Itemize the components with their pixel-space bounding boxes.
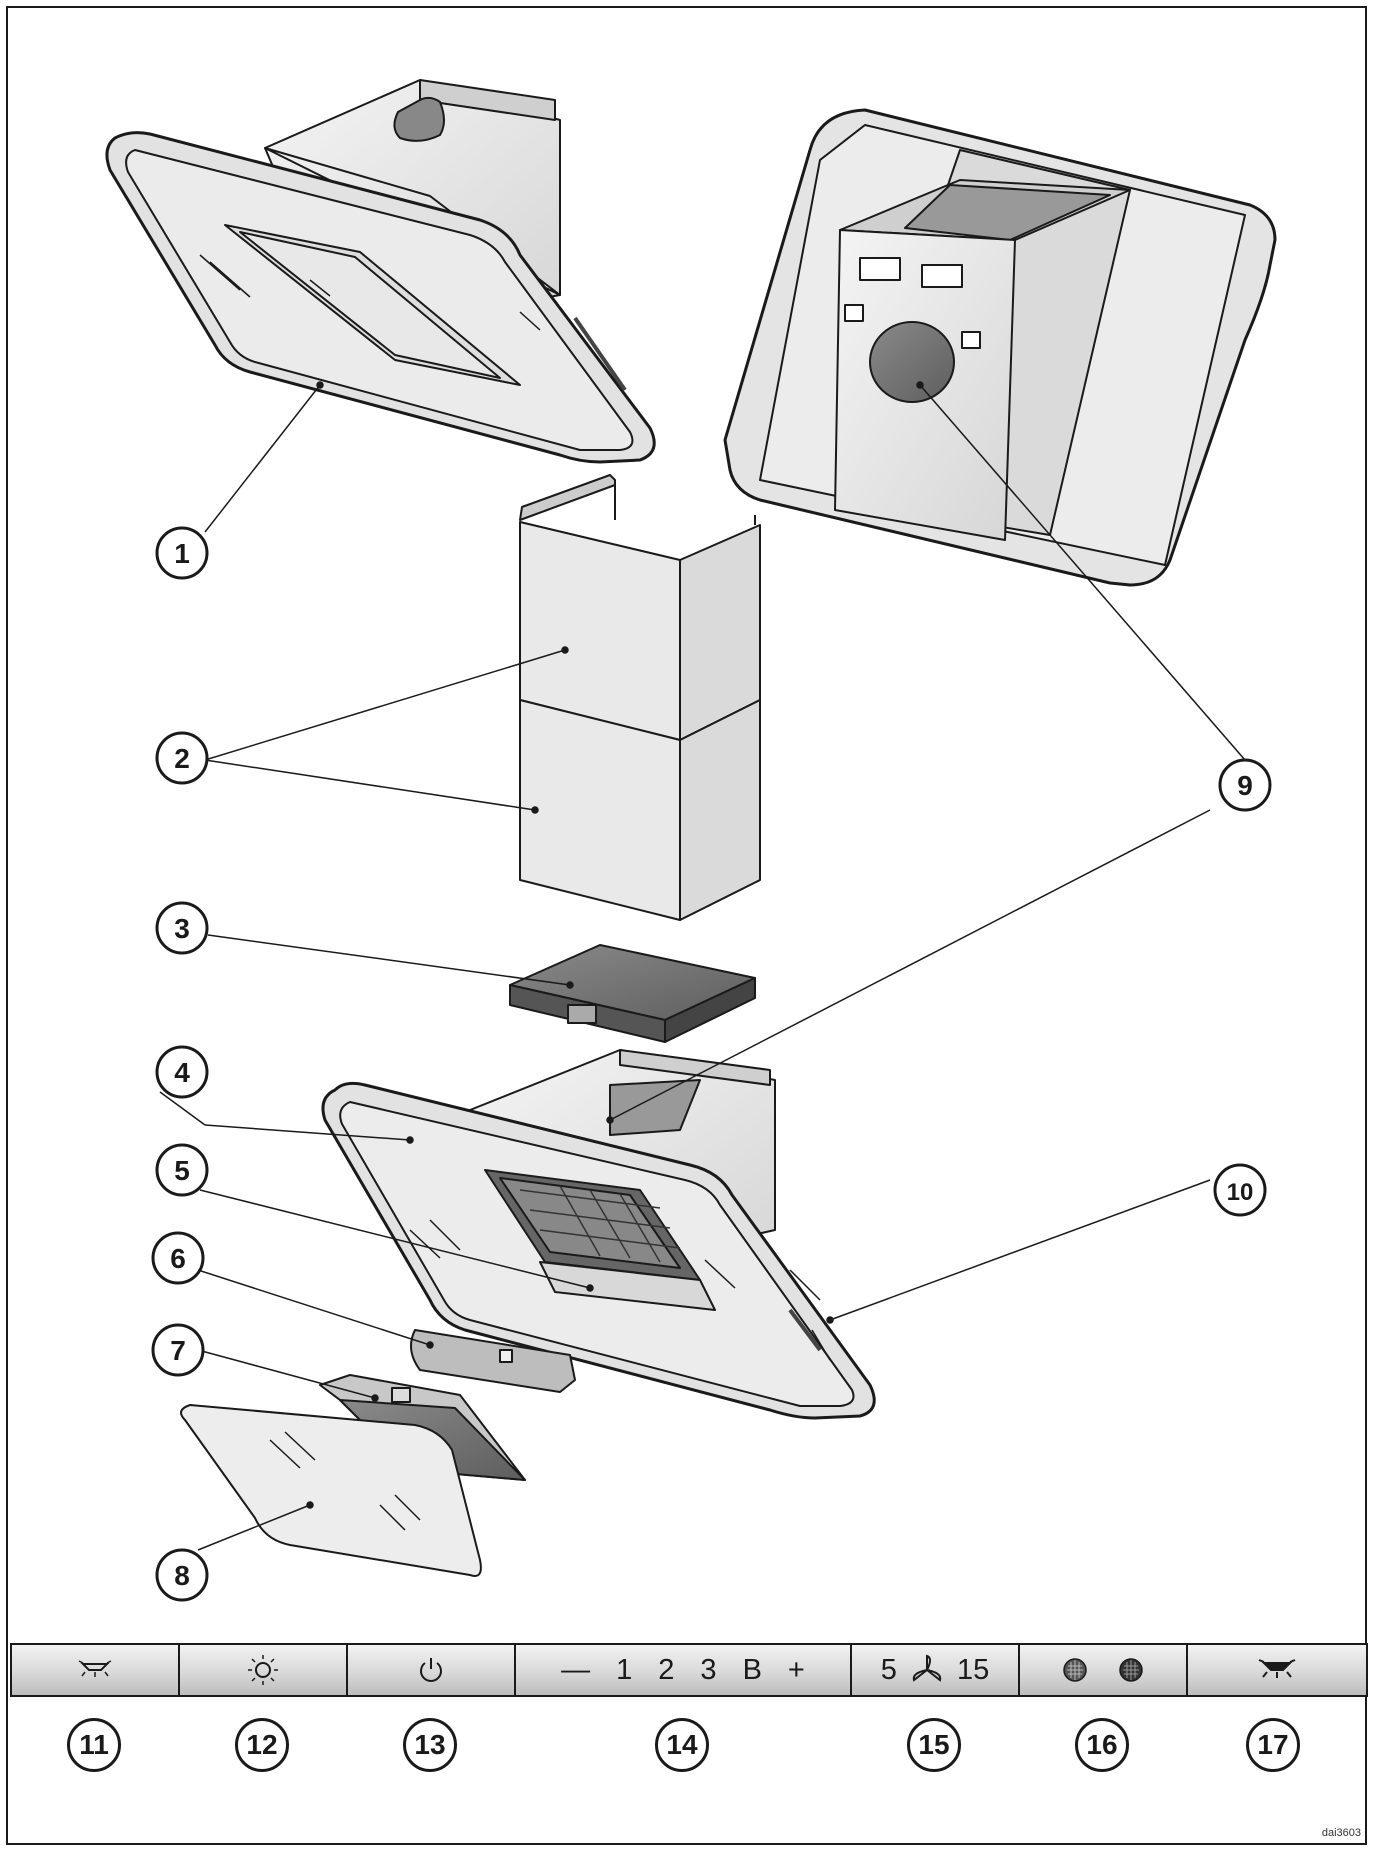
svg-text:8: 8: [174, 1560, 190, 1591]
callout-6: 6: [151, 1231, 205, 1285]
panel-callout-15: 15: [907, 1718, 961, 1772]
fan-speed-controls: — 1 2 3 B +: [516, 1645, 852, 1695]
downlight-dim-icon: [78, 1660, 112, 1677]
speed-increase-button[interactable]: +: [787, 1653, 805, 1686]
svg-text:6: 6: [170, 1243, 186, 1274]
boost-button[interactable]: B: [742, 1653, 762, 1686]
power-icon: [420, 1658, 442, 1682]
svg-text:3: 3: [174, 913, 190, 944]
svg-text:2: 2: [174, 743, 190, 774]
sun-icon: [248, 1655, 278, 1685]
panel-callout-17: 17: [1246, 1718, 1300, 1772]
panel-callout-11: 11: [67, 1718, 121, 1772]
power-button[interactable]: [348, 1645, 516, 1695]
downlight-bright-icon: [1258, 1659, 1296, 1678]
callout-10: 10: [1213, 1163, 1267, 1217]
light-button[interactable]: [180, 1645, 348, 1695]
downlight-bright-button[interactable]: [1188, 1645, 1366, 1695]
run-on-timer-button[interactable]: 5 15: [852, 1645, 1020, 1695]
carbon-filter: [509, 944, 756, 1043]
callout-1: 1: [155, 526, 209, 580]
callout-8: 8: [155, 1548, 209, 1602]
panel-callout-12: 12: [235, 1718, 289, 1772]
svg-text:5: 5: [174, 1155, 190, 1186]
svg-text:10: 10: [1227, 1179, 1254, 1206]
callout-2: 2: [155, 731, 209, 785]
speed-1-button[interactable]: 1: [616, 1653, 633, 1686]
hood-front-view: [105, 79, 656, 464]
filter-indicator[interactable]: [1020, 1645, 1188, 1695]
glass-panel: [180, 1404, 482, 1577]
panel-callout-14: 14: [655, 1718, 709, 1772]
grease-filter-dots-icon: [1063, 1658, 1087, 1682]
panel-callout-13: 13: [403, 1718, 457, 1772]
hood-rear-view: [723, 108, 1277, 587]
svg-text:1: 1: [174, 538, 190, 569]
timer-15-label: 15: [956, 1653, 990, 1686]
callout-7: 7: [151, 1323, 205, 1377]
diagram-frame: [6, 6, 1367, 1845]
exploded-view-illustration: 1 2 3 4 5 6 7 8 9 10: [105, 79, 1277, 1602]
timer-5-label: 5: [880, 1653, 897, 1686]
callout-5: 5: [155, 1143, 209, 1197]
panel-callout-16: 16: [1075, 1718, 1129, 1772]
telescopic-chimney: [519, 474, 761, 921]
speed-2-button[interactable]: 2: [658, 1653, 675, 1686]
fan-icon: [912, 1654, 942, 1682]
filter-cover-strip: [410, 1329, 576, 1393]
carbon-filter-dots-icon: [1119, 1658, 1143, 1682]
panel-callout-row: 11 12 13 14 15 16 17: [10, 1718, 1368, 1778]
speed-decrease-button[interactable]: —: [561, 1653, 591, 1686]
svg-text:4: 4: [174, 1057, 190, 1088]
control-panel: — 1 2 3 B + 5 15: [10, 1643, 1368, 1697]
speed-3-button[interactable]: 3: [700, 1653, 717, 1686]
callout-3: 3: [155, 901, 209, 955]
callout-9: 9: [1218, 758, 1272, 812]
figure-code: dai3603: [1321, 1827, 1361, 1839]
svg-text:9: 9: [1237, 770, 1253, 801]
svg-text:7: 7: [170, 1335, 186, 1366]
downlight-dim-button[interactable]: [12, 1645, 180, 1695]
hood-assembled-view: [321, 1049, 876, 1420]
callout-4: 4: [155, 1045, 209, 1099]
